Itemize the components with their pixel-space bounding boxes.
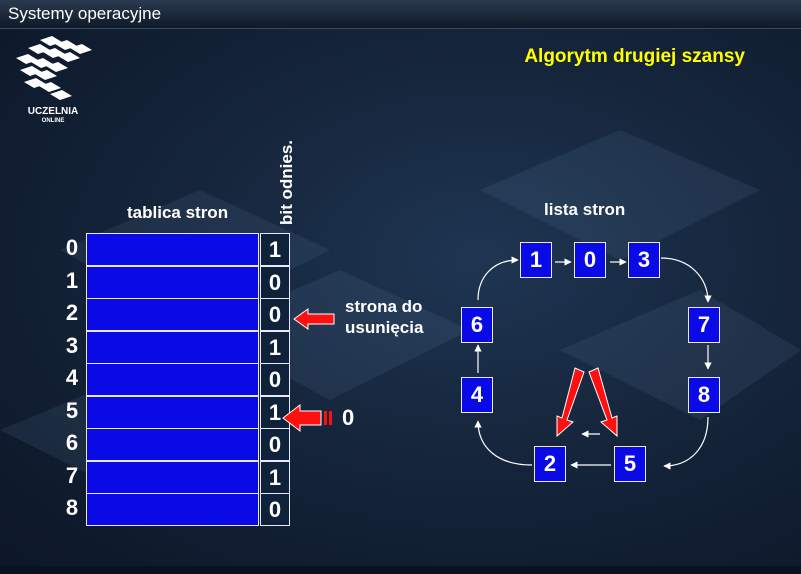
reset-value: 0 (342, 405, 355, 430)
pointer-arrow-right-icon (588, 367, 618, 438)
reference-bit: 0 (260, 298, 290, 331)
row-index: 4 (65, 365, 79, 390)
row-index: 2 (65, 300, 79, 325)
slide-title: Algorytm drugiej szansy (524, 46, 745, 67)
page-cell (86, 395, 259, 429)
row-index: 7 (65, 462, 79, 488)
row-index: 5 (65, 397, 79, 423)
page-cell (86, 265, 259, 299)
reference-bit: 0 (260, 493, 290, 526)
list-node: 7 (688, 307, 720, 343)
page-table-label: tablica stron (127, 203, 229, 222)
list-node: 6 (461, 307, 493, 343)
header-bar: Systemy operacyjne (0, 0, 801, 29)
logo: UCZELNIA ONLINE (10, 34, 96, 130)
course-title: Systemy operacyjne (8, 4, 162, 23)
page-cell (86, 493, 259, 526)
list-node: 1 (520, 242, 552, 278)
list-node: 0 (574, 242, 606, 278)
victim-note-line2: usunięcia (345, 318, 424, 337)
reference-bit: 0 (260, 265, 290, 299)
list-node: 8 (688, 377, 720, 413)
reference-bit: 0 (260, 428, 290, 461)
list-node: 2 (534, 446, 566, 482)
footer-bar (0, 566, 801, 574)
row-index: 6 (65, 430, 79, 455)
logo-subtext: ONLINE (41, 118, 65, 124)
reference-bit: 1 (260, 395, 290, 429)
victim-note: strona do usunięcia (345, 296, 423, 338)
row-index: 0 (65, 235, 79, 260)
victim-arrow-icon (293, 308, 335, 330)
reference-bit: 1 (260, 330, 290, 364)
logo-text: UCZELNIA (27, 106, 79, 117)
pointer-arrow-left-icon (556, 367, 585, 438)
victim-note-line1: strona do (345, 297, 423, 316)
page-cell (86, 428, 259, 461)
list-node: 3 (628, 242, 660, 278)
page-list-label: lista stron (544, 200, 626, 219)
row-index: 3 (65, 332, 79, 358)
list-node: 4 (461, 377, 493, 413)
reset-arrow-icon (282, 403, 332, 433)
logo-mark-icon (16, 36, 92, 100)
page-cell (86, 233, 259, 266)
list-node: 5 (614, 446, 646, 482)
row-index: 1 (65, 267, 79, 293)
reference-bit: 1 (260, 233, 290, 266)
row-index: 8 (65, 495, 79, 520)
